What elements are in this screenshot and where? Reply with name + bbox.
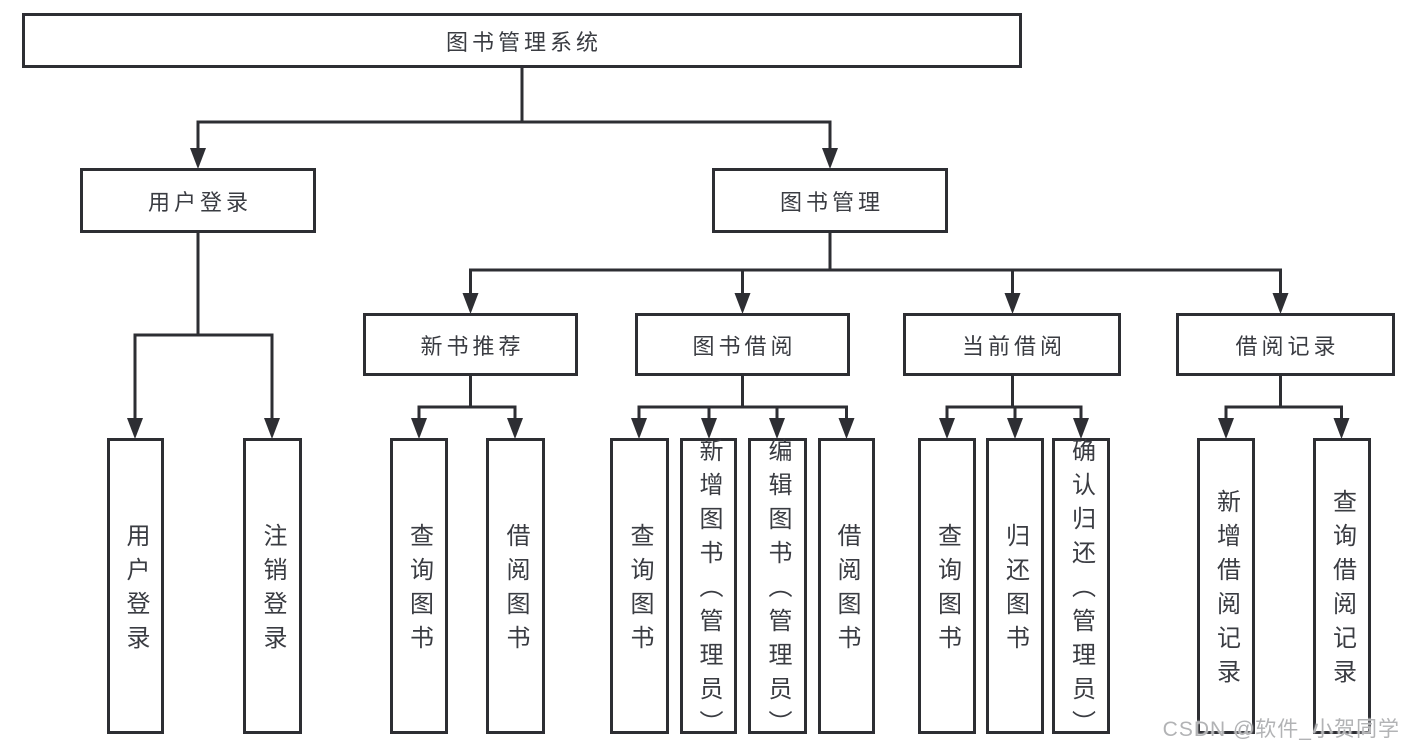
leaf-br-query-record: 查询借阅记录 [1313, 438, 1371, 734]
node-book-management-label: 图书管理 [779, 189, 884, 215]
node-new-book-recommend-label: 新书推荐 [420, 333, 525, 359]
node-current-borrowing: 当前借阅 [903, 313, 1121, 376]
node-user-login: 用户登录 [80, 168, 316, 233]
leaf-bb-add-books-admin: 新增图书（管理员） [680, 438, 737, 744]
leaf-cb-query-books-label: 查询图书 [933, 523, 961, 659]
leaf-cb-confirm-return-admin: 确认归还（管理员） [1052, 438, 1110, 744]
leaf-bb-edit-books-admin: 编辑图书（管理员） [748, 438, 807, 744]
leaf-cb-query-books: 查询图书 [918, 438, 976, 734]
leaf-bb-borrow-books: 借阅图书 [818, 438, 875, 734]
node-borrow-records-label: 借阅记录 [1235, 333, 1340, 359]
leaf-bb-edit-books-admin-label: 编辑图书（管理员） [764, 438, 791, 744]
node-user-login-label: 用户登录 [147, 189, 252, 215]
node-current-borrowing-label: 当前借阅 [961, 333, 1066, 359]
leaf-nbr-borrow-books-label: 借阅图书 [502, 523, 529, 659]
node-root: 图书管理系统 [22, 13, 1022, 68]
node-book-borrowing: 图书借阅 [635, 313, 850, 376]
leaf-nbr-query-books-label: 查询图书 [405, 523, 433, 659]
leaf-bb-query-books: 查询图书 [610, 438, 669, 734]
leaf-nbr-query-books: 查询图书 [390, 438, 448, 734]
leaf-br-query-record-label: 查询借阅记录 [1328, 489, 1356, 693]
leaf-user-login-label: 用户登录 [122, 523, 149, 659]
leaf-nbr-borrow-books: 借阅图书 [486, 438, 545, 734]
leaf-bb-add-books-admin-label: 新增图书（管理员） [695, 438, 722, 744]
node-new-book-recommend: 新书推荐 [363, 313, 578, 376]
node-borrow-records: 借阅记录 [1176, 313, 1395, 376]
leaf-cb-return-books-label: 归还图书 [1001, 523, 1029, 659]
leaf-cb-confirm-return-admin-label: 确认归还（管理员） [1067, 438, 1095, 744]
leaf-bb-borrow-books-label: 借阅图书 [833, 523, 860, 659]
leaf-logout: 注销登录 [243, 438, 302, 734]
leaf-cb-return-books: 归还图书 [986, 438, 1044, 734]
leaf-bb-query-books-label: 查询图书 [626, 523, 653, 659]
leaf-br-add-record-label: 新增借阅记录 [1212, 489, 1240, 693]
node-book-management: 图书管理 [712, 168, 948, 233]
leaf-logout-label: 注销登录 [259, 523, 286, 659]
csdn-watermark: CSDN @软件_小贺同学 [1162, 718, 1400, 741]
node-book-borrowing-label: 图书借阅 [692, 333, 797, 359]
node-root-label: 图书管理系统 [445, 29, 602, 55]
leaf-br-add-record: 新增借阅记录 [1197, 438, 1255, 734]
leaf-user-login: 用户登录 [107, 438, 164, 734]
